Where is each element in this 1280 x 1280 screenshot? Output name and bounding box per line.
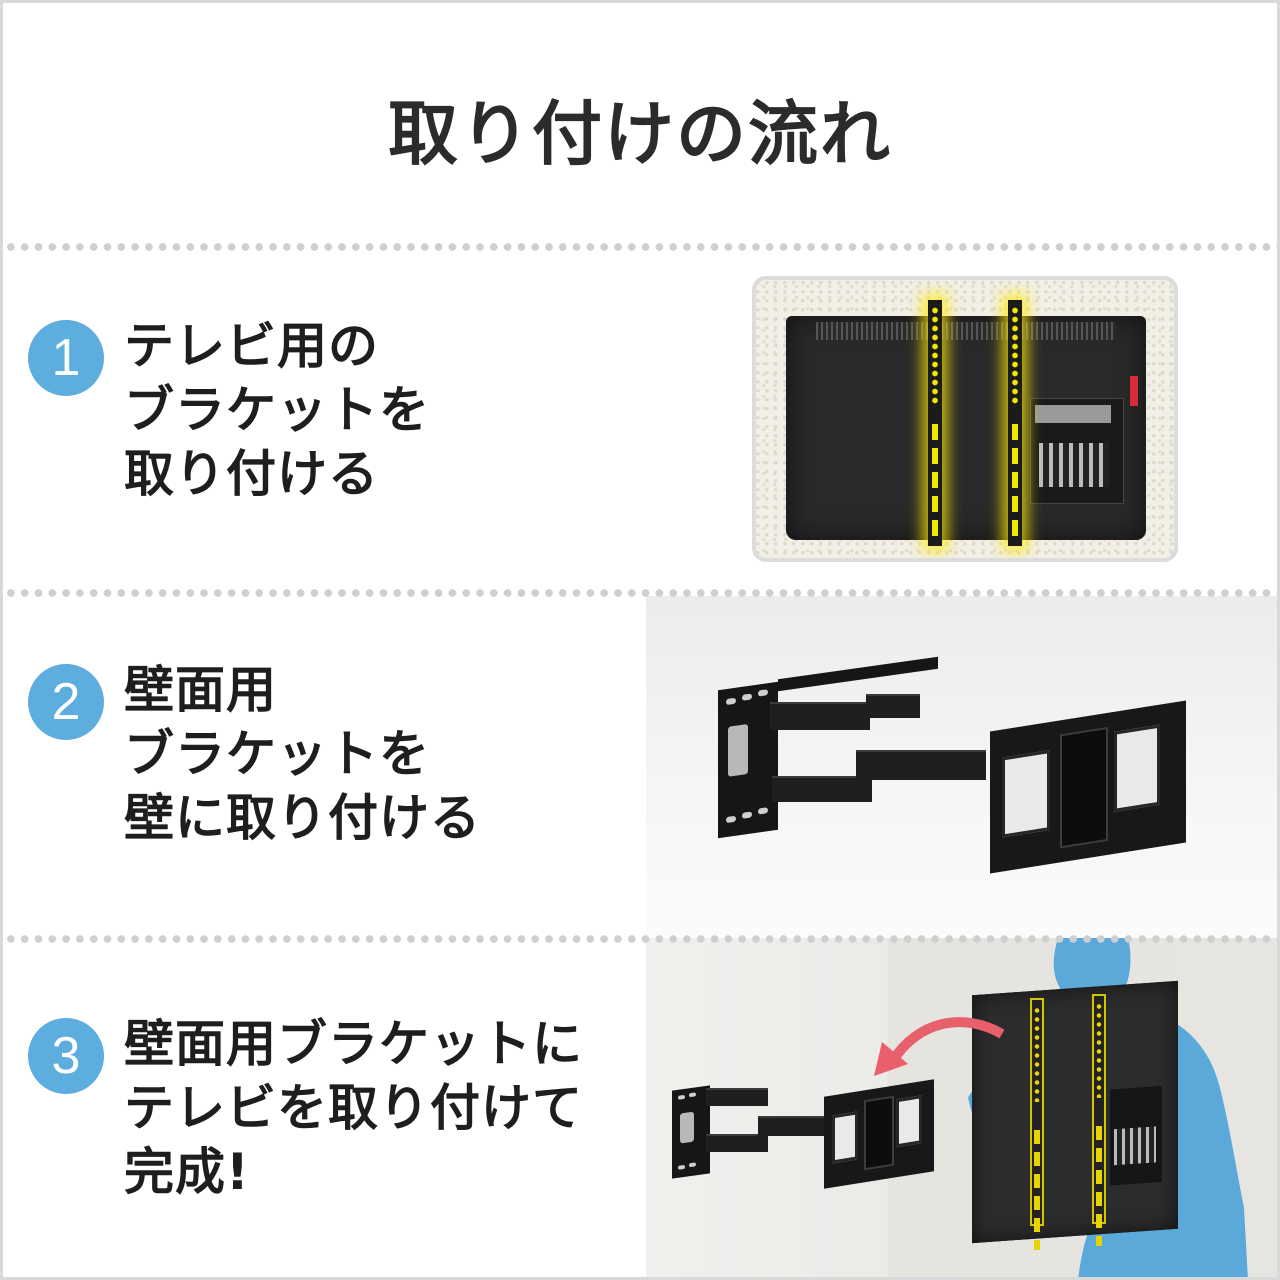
step-number-badge: 3	[28, 1018, 104, 1094]
wall-bracket-illustration	[672, 1064, 942, 1194]
dotted-separator	[4, 934, 1280, 944]
step-number-badge: 2	[28, 664, 104, 740]
step-1-line-2: ブラケットを	[124, 381, 430, 439]
curved-arrow-icon	[874, 1017, 1004, 1076]
tv-back-bracket-image	[752, 276, 1178, 562]
step-number-badge: 1	[28, 320, 104, 396]
step-2-line-3: 壁に取り付ける	[124, 789, 481, 847]
tv-bracket-rail-right	[1008, 300, 1022, 546]
step-2-text: 2 壁面用 ブラケットを 壁に取り付ける	[28, 661, 481, 850]
tv-bracket-rail-right	[1092, 994, 1106, 1246]
step-3-line-2: テレビを取り付けて	[124, 1079, 583, 1137]
tv-bracket-rail-left	[1030, 998, 1044, 1250]
tv-io-panel	[1030, 398, 1124, 504]
dotted-separator	[4, 242, 1280, 252]
step-2-line-1: 壁面用	[124, 661, 277, 719]
step-1-line-1: テレビ用の	[124, 317, 379, 375]
step-3-line-3: 完成!	[124, 1143, 250, 1201]
mount-tv-image	[646, 938, 1280, 1280]
tv-back-illustration	[786, 316, 1146, 540]
step-2-line-2: ブラケットを	[124, 725, 430, 783]
wall-bracket-illustration	[716, 656, 1196, 888]
step-1-text: 1 テレビ用の ブラケットを 取り付ける	[28, 317, 430, 506]
step-1-line-3: 取り付ける	[124, 445, 379, 503]
wall-mount-bracket-image	[646, 596, 1280, 936]
page-title: 取り付けの流れ	[388, 93, 892, 175]
tv-bracket-rail-left	[928, 300, 942, 546]
dotted-separator	[4, 588, 1280, 598]
step-3-text: 3 壁面用ブラケットに テレビを取り付けて 完成!	[28, 1015, 583, 1204]
step-3-line-1: 壁面用ブラケットに	[124, 1015, 583, 1073]
